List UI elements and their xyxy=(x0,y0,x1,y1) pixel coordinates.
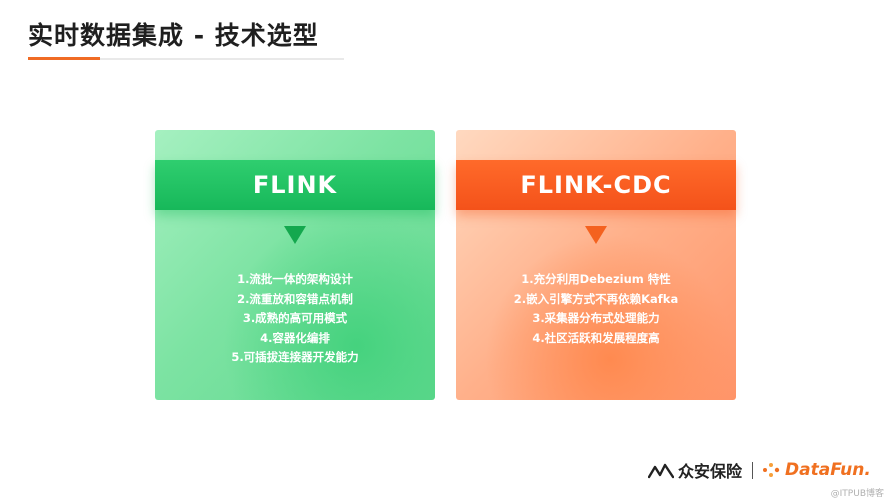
zhongan-logo-icon xyxy=(648,463,674,479)
title-accent-bar xyxy=(28,57,100,60)
list-item: 2.嵌入引擎方式不再依赖Kafka xyxy=(513,291,679,306)
title-divider xyxy=(28,58,344,60)
flink-cdc-card-title: FLINK-CDC xyxy=(456,160,736,210)
datafun-logo-icon xyxy=(763,463,780,477)
footer-logos: 众安保险 DataFun. xyxy=(648,458,871,482)
list-item: 2.流重放和容错点机制 xyxy=(237,291,353,306)
list-item: 3.成熟的高可用模式 xyxy=(242,311,348,325)
list-item: 5.可插拔连接器开发能力 xyxy=(231,350,359,364)
flink-cdc-feature-list: 1.充分利用Debezium 特性 2.嵌入引擎方式不再依赖Kafka 3.采集… xyxy=(456,270,736,348)
flink-card-title: FLINK xyxy=(155,160,435,210)
list-item: 3.采集器分布式处理能力 xyxy=(532,311,660,325)
watermark: @ITPUB博客 xyxy=(830,489,884,499)
list-item: 1.流批一体的架构设计 xyxy=(237,272,353,286)
logo-separator xyxy=(752,461,754,479)
datafun-logo-text: DataFun. xyxy=(785,460,871,480)
list-item: 4.容器化编排 xyxy=(260,330,330,345)
list-item: 4.社区活跃和发展程度高 xyxy=(532,330,660,345)
zhongan-logo-text: 众安保险 xyxy=(678,462,743,481)
flink-feature-list: 1.流批一体的架构设计 2.流重放和容错点机制 3.成熟的高可用模式 4.容器化… xyxy=(155,270,435,368)
page-title: 实时数据集成 - 技术选型 xyxy=(28,21,319,50)
down-arrow-icon xyxy=(585,226,607,244)
down-arrow-icon xyxy=(284,226,306,244)
list-item: 1.充分利用Debezium 特性 xyxy=(521,272,671,286)
